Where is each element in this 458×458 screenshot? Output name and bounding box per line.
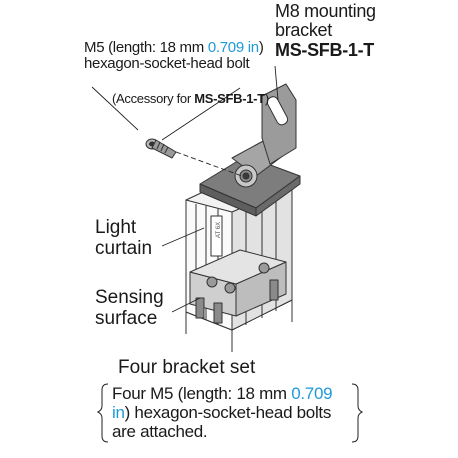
light-curtain-line1: Light <box>95 217 137 238</box>
bolt-length-text: M5 (length: 18 mm <box>84 39 208 56</box>
sensing-surface-line1: Sensing <box>95 287 164 308</box>
bracket-label-line1: M8 mounting <box>275 1 376 21</box>
bolt-label-line1: M5 (length: 18 mm 0.709 in) <box>84 39 264 56</box>
leader-lines <box>91 65 279 313</box>
mounting-bracket-illustration <box>199 83 301 217</box>
set-note-line2: in) hexagon-socket-head bolts <box>112 403 332 422</box>
note-braces <box>96 383 364 443</box>
sensing-surface-label: Sensing surface <box>95 287 164 329</box>
accessory-suffix: ) <box>264 91 269 106</box>
bracket-label-line2: bracket <box>275 20 332 41</box>
bolt-length-inch: 0.709 in <box>207 39 259 56</box>
bracket-label: M8 mounting bracket MS-SFB-1-T <box>275 1 376 60</box>
set-note-inch-value: 0.709 <box>291 384 333 403</box>
set-note-line1: Four M5 (length: 18 mm 0.709 <box>112 384 333 403</box>
set-heading: Four bracket set <box>118 357 256 378</box>
hex-bolt-illustration <box>145 138 177 159</box>
set-note-line3: are attached. <box>112 422 208 442</box>
svg-text:AT 6X: AT 6X <box>216 222 222 238</box>
light-curtain-illustration: AT 6X <box>185 169 293 352</box>
set-note-body: Four M5 (length: 18 mm 0.709 in) hexagon… <box>112 384 333 442</box>
bolt-label: M5 (length: 18 mm 0.709 in) hexagon-sock… <box>84 39 264 73</box>
sensing-surface-line2: surface <box>95 307 158 329</box>
set-note-line2-text: ) hexagon-socket-head bolts <box>124 403 332 423</box>
bolt-length-close: ) <box>258 39 264 56</box>
light-curtain-label: Light curtain <box>95 217 153 259</box>
accessory-model: MS-SFB-1-T <box>194 91 265 106</box>
set-note-line1-text: Four M5 (length: 18 mm <box>112 384 292 403</box>
accessory-prefix: (Accessory for <box>112 91 195 106</box>
bolt-label-line2: hexagon-socket-head bolt <box>84 55 250 73</box>
light-curtain-line2: curtain <box>95 237 153 259</box>
bolt-accessory-note: (Accessory for MS-SFB-1-T) <box>112 91 269 106</box>
bracket-model: MS-SFB-1-T <box>275 39 374 60</box>
set-note-inch-unit: in <box>112 403 125 423</box>
